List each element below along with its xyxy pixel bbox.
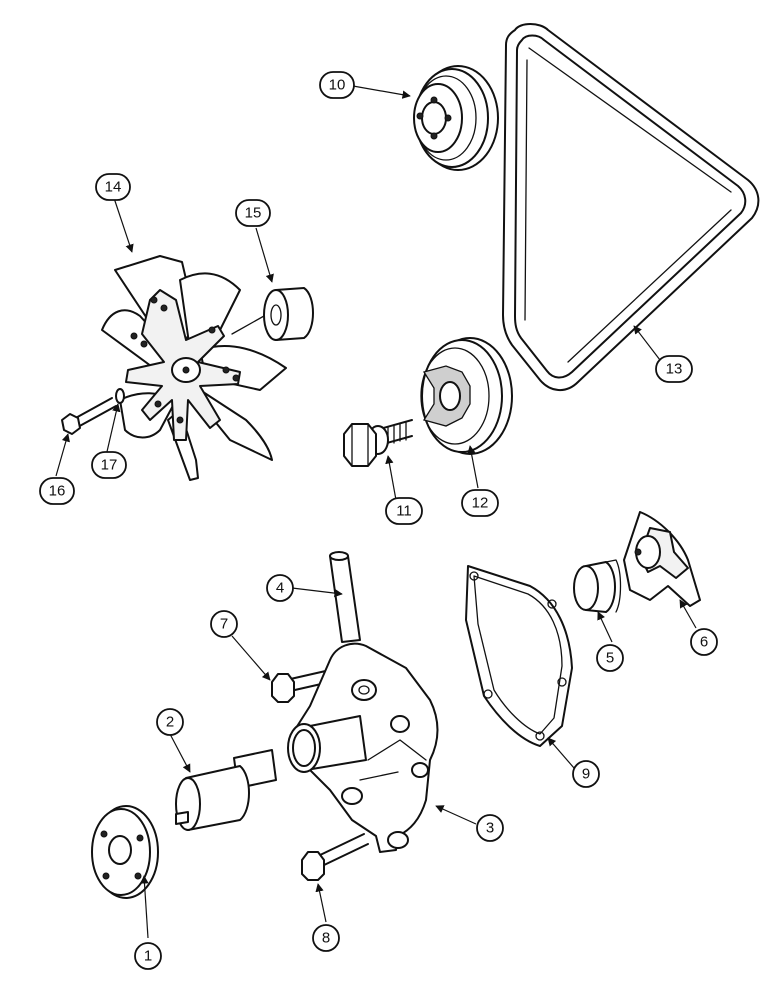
svg-text:8: 8 bbox=[322, 930, 330, 947]
part-12-crank-pulley bbox=[420, 337, 513, 455]
svg-text:2: 2 bbox=[166, 714, 174, 731]
svg-text:4: 4 bbox=[276, 580, 284, 597]
part-14-fan bbox=[101, 255, 287, 481]
part-13-v-belt bbox=[502, 23, 760, 391]
callout-6: 6 bbox=[690, 628, 718, 656]
svg-text:12: 12 bbox=[472, 495, 489, 512]
svg-text:3: 3 bbox=[486, 820, 494, 837]
svg-text:1: 1 bbox=[144, 948, 152, 965]
part-5-seal bbox=[573, 559, 622, 613]
callout-16: 16 bbox=[39, 477, 75, 505]
callout-13: 13 bbox=[655, 355, 693, 383]
callout-17: 17 bbox=[91, 451, 127, 479]
svg-text:6: 6 bbox=[700, 634, 708, 651]
svg-text:7: 7 bbox=[220, 616, 228, 633]
part-10-pulley bbox=[413, 65, 499, 171]
part-1-hub bbox=[91, 805, 159, 899]
leader-lines bbox=[55, 85, 697, 939]
callout-11: 11 bbox=[385, 497, 423, 525]
callout-4: 4 bbox=[266, 574, 294, 602]
part-16-bolt bbox=[61, 397, 117, 435]
callout-10: 10 bbox=[319, 71, 355, 99]
part-3-pump-housing bbox=[287, 642, 439, 853]
svg-text:13: 13 bbox=[666, 361, 683, 378]
callout-8: 8 bbox=[312, 924, 340, 952]
part-4-tube bbox=[329, 551, 361, 643]
svg-text:17: 17 bbox=[101, 457, 118, 474]
callout-12: 12 bbox=[461, 489, 499, 517]
callout-9: 9 bbox=[572, 760, 600, 788]
svg-text:16: 16 bbox=[49, 483, 66, 500]
part-9-gasket bbox=[465, 565, 573, 747]
callout-1: 1 bbox=[134, 942, 162, 970]
svg-text:5: 5 bbox=[606, 650, 614, 667]
svg-text:9: 9 bbox=[582, 766, 590, 783]
callout-7: 7 bbox=[210, 610, 238, 638]
part-17-washer bbox=[115, 388, 125, 404]
svg-text:10: 10 bbox=[329, 77, 346, 94]
svg-text:14: 14 bbox=[105, 179, 122, 196]
callout-14: 14 bbox=[95, 173, 131, 201]
part-15-spacer bbox=[231, 287, 314, 341]
callout-2: 2 bbox=[156, 708, 184, 736]
svg-text:11: 11 bbox=[396, 503, 412, 520]
callout-15: 15 bbox=[235, 199, 271, 227]
svg-text:15: 15 bbox=[245, 205, 262, 222]
part-11-bolt bbox=[343, 419, 413, 467]
part-8-bolt bbox=[301, 833, 369, 881]
callout-3: 3 bbox=[476, 814, 504, 842]
part-6-impeller bbox=[623, 511, 701, 607]
part-2-bearing-shaft bbox=[175, 749, 277, 831]
callout-5: 5 bbox=[596, 644, 624, 672]
